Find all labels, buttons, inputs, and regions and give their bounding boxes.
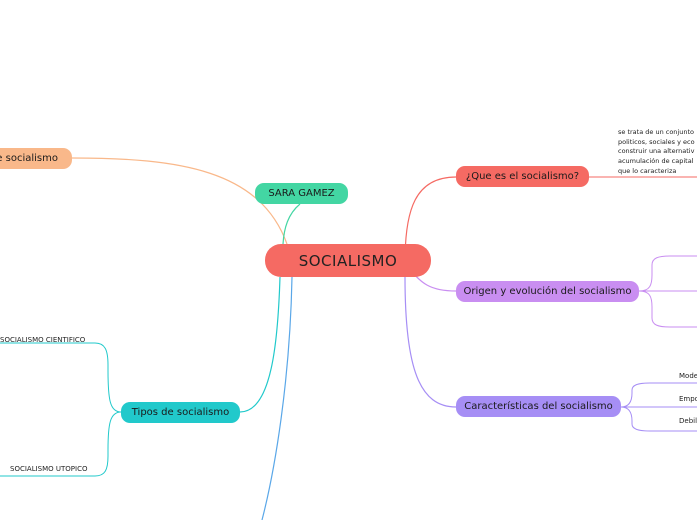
author-label: SARA GAMEZ <box>268 188 335 199</box>
author-node[interactable]: SARA GAMEZ <box>255 183 348 204</box>
what-paragraph-line: construir una alternativ <box>618 147 695 156</box>
origin-node[interactable]: Origen y evolución del socialismo <box>456 281 639 302</box>
central-topic-label: SOCIALISMO <box>298 251 398 270</box>
central-topic-node[interactable]: SOCIALISMO <box>265 244 431 277</box>
features-child-1[interactable]: Mode <box>679 372 697 380</box>
types-child-utopian[interactable]: SOCIALISMO UTOPICO <box>10 465 88 473</box>
what-node[interactable]: ¿Que es el socialismo? <box>456 166 589 187</box>
features-label: Características del socialismo <box>464 401 613 412</box>
features-node[interactable]: Características del socialismo <box>456 396 621 417</box>
what-paragraph-line: acumulación de capital <box>618 157 694 166</box>
left-topic-node[interactable]: de socialismo <box>0 148 72 169</box>
left-topic-label: de socialismo <box>0 153 58 164</box>
origin-label: Origen y evolución del socialismo <box>463 286 632 297</box>
features-child-3[interactable]: Debili <box>679 417 697 425</box>
types-child-scientific[interactable]: SOCIALISMO CIENTIFICO <box>0 336 86 344</box>
what-label: ¿Que es el socialismo? <box>465 171 580 182</box>
what-paragraph-line: politicos, sociales y eco <box>618 137 695 146</box>
types-label: Tipos de socialismo <box>131 407 230 418</box>
types-node[interactable]: Tipos de socialismo <box>121 402 240 423</box>
features-child-2[interactable]: Empo <box>679 395 697 403</box>
what-paragraph: se trata de un conjunto politicos, socia… <box>618 128 695 177</box>
what-paragraph-line: que lo caracteriza <box>618 166 677 175</box>
what-paragraph-line: se trata de un conjunto <box>618 128 694 136</box>
